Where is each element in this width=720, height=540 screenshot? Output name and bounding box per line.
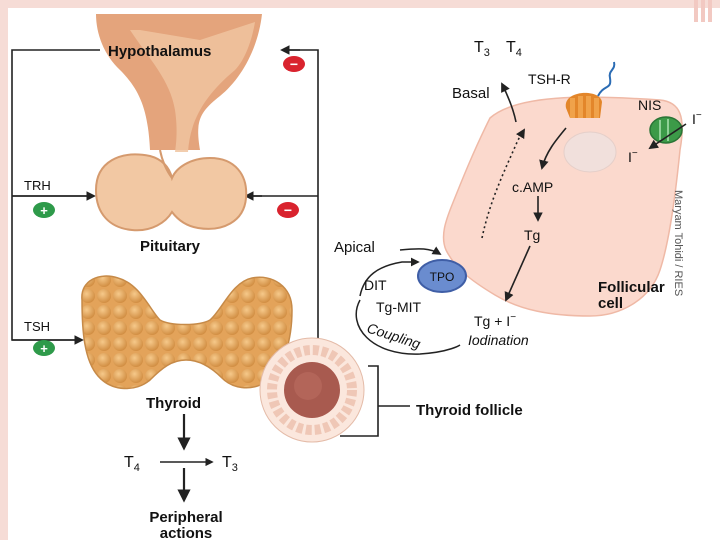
iodide-outside-label: I− <box>692 110 702 127</box>
basal-release-arrow <box>501 82 517 123</box>
t3-letter: T <box>222 454 232 471</box>
slide-frame-left <box>0 0 8 540</box>
iodide-inside-charge: − <box>632 148 638 159</box>
follicle-bracket <box>340 365 379 437</box>
top-t4-subscript: 4 <box>516 47 522 59</box>
nis-label: NIS <box>638 97 661 113</box>
hypothalamus-illustration <box>96 14 262 152</box>
coupling-arc <box>355 299 461 355</box>
tsh-label: TSH <box>24 319 50 334</box>
top-t4-label: T4 <box>506 39 522 59</box>
minus-sign: − <box>290 56 298 72</box>
tsh-plus-badge: + <box>33 340 55 356</box>
camp-label: c.AMP <box>512 179 553 195</box>
hypothalamus-minus-badge: − <box>283 56 305 72</box>
tg-label: Tg <box>524 227 540 243</box>
trh-label: TRH <box>24 178 51 193</box>
watermark-text: Maryam Tohidi / RIES <box>672 190 684 297</box>
slide-corner-decoration <box>694 0 712 22</box>
pituitary-label: Pituitary <box>140 238 201 255</box>
tg-plus-i-charge: − <box>510 312 516 323</box>
author-watermark: Maryam Tohidi / RIES <box>672 190 686 310</box>
t4-subscript: 4 <box>134 462 140 474</box>
minus-sign: − <box>284 202 292 218</box>
iodide-uptake-arrow <box>648 123 687 150</box>
basal-label: Basal <box>452 85 490 102</box>
cell-nucleus <box>563 131 617 173</box>
coupling-label: Coupling <box>365 320 423 352</box>
plus-sign: + <box>40 341 48 356</box>
hypothalamus-label: Hypothalamus <box>108 43 211 60</box>
camp-arrow <box>539 127 567 170</box>
trh-plus-badge: + <box>33 202 55 218</box>
top-t3-letter: T <box>474 39 484 56</box>
dit-label: DIT <box>364 277 387 293</box>
thyroid-follicle-label: Thyroid follicle <box>416 402 523 419</box>
tg-plus-i-text: Tg + I <box>474 313 510 329</box>
tsh-receptor-icon <box>565 61 616 118</box>
iodide-inside-label: I− <box>628 148 638 165</box>
slide-frame-top <box>0 0 720 8</box>
apical-arrow <box>399 246 442 255</box>
pituitary-minus-badge: − <box>277 202 299 218</box>
follicular-label: Follicular <box>598 279 665 296</box>
tpo-enzyme-icon <box>417 259 467 293</box>
apical-label: Apical <box>334 239 375 256</box>
thyroid-follicle-illustration <box>259 337 365 443</box>
iodination-label: Iodination <box>468 332 529 348</box>
nis-transporter-icon <box>649 116 683 144</box>
apical-reuptake-dotted-arrow <box>481 128 525 239</box>
plus-sign: + <box>40 203 48 218</box>
tsh-r-label: TSH-R <box>528 71 571 87</box>
peripheral-label: Peripheral <box>149 509 222 526</box>
t3-subscript: 3 <box>232 462 238 474</box>
tg-mit-label: Tg-MIT <box>376 299 422 315</box>
top-t3-label: T3 <box>474 39 490 59</box>
follicular-cell-shape <box>442 96 683 317</box>
top-t4-letter: T <box>506 39 516 56</box>
thyroid-label: Thyroid <box>146 395 201 412</box>
cell-label: cell <box>598 295 623 312</box>
tg-plus-i-label: Tg + I− <box>474 312 516 329</box>
t4-label: T4 <box>124 454 140 474</box>
pituitary-illustration <box>94 149 248 232</box>
t3-label: T3 <box>222 454 238 474</box>
iodide-outside-charge: − <box>696 110 702 121</box>
iodide-inside-letter: I <box>628 149 632 165</box>
top-t3-subscript: 3 <box>484 47 490 59</box>
tpo-label: TPO <box>430 270 455 284</box>
iodide-outside-letter: I <box>692 111 696 127</box>
t4-letter: T <box>124 454 134 471</box>
dit-to-tpo-arrow <box>359 257 420 297</box>
actions-label: actions <box>160 525 213 540</box>
thyroid-gland-illustration <box>81 275 293 390</box>
tg-secretion-arrow <box>504 245 531 302</box>
